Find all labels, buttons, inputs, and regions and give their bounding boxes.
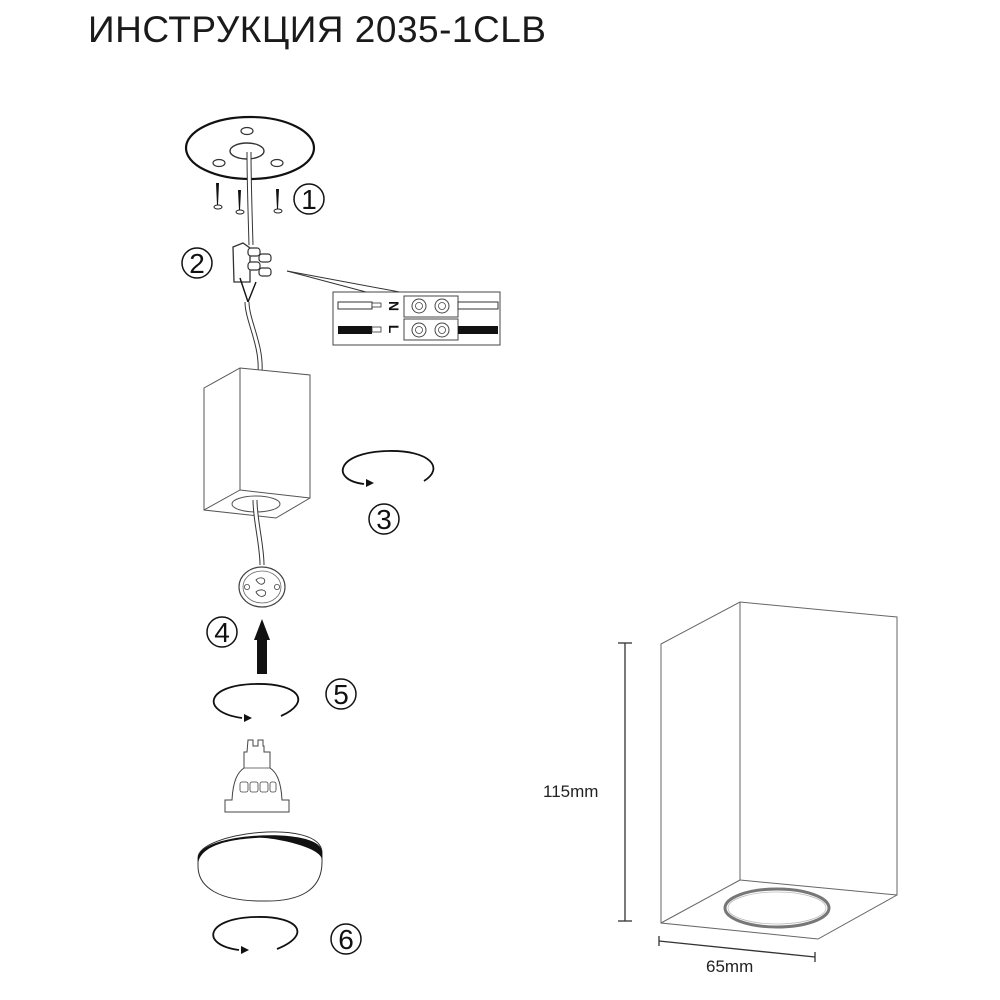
step-6-badge: 6 [330,923,362,955]
screw-icon [273,189,283,214]
fixture-dimension-drawing [660,601,898,940]
neutral-label: N [386,301,402,311]
step-5-badge: 5 [325,678,357,710]
live-label: L [386,325,402,334]
step-3-badge: 3 [368,503,400,535]
rotate-arrow-icon [212,683,300,722]
svg-text:5: 5 [333,679,349,710]
rotate-arrow-icon [342,450,435,487]
insert-up-arrow-icon [254,619,270,674]
gu10-bulb [224,739,290,813]
svg-text:1: 1 [301,184,317,215]
lamp-housing [203,367,311,519]
step-1-badge: 1 [293,183,325,215]
height-dimension-line [618,642,632,922]
screw-icon [235,190,245,215]
gu10-socket [238,566,286,608]
svg-text:4: 4 [214,617,230,648]
step-4-badge: 4 [206,616,238,648]
page-title: ИНСТРУКЦИЯ 2035-1CLB [88,9,547,50]
step-2-badge: 2 [181,247,213,279]
wiring-diagram: N L [332,291,501,346]
height-label: 115mm [543,782,598,801]
screw-icon [213,183,223,210]
svg-text:2: 2 [189,248,205,279]
mounting-plate [184,115,316,181]
width-dimension-line [658,936,816,962]
width-label: 65mm [706,957,753,976]
rotate-arrow-icon [212,916,299,954]
svg-text:3: 3 [376,504,392,535]
terminal-block-icon [232,242,272,305]
cover-ring [197,831,323,902]
svg-text:6: 6 [338,924,354,955]
